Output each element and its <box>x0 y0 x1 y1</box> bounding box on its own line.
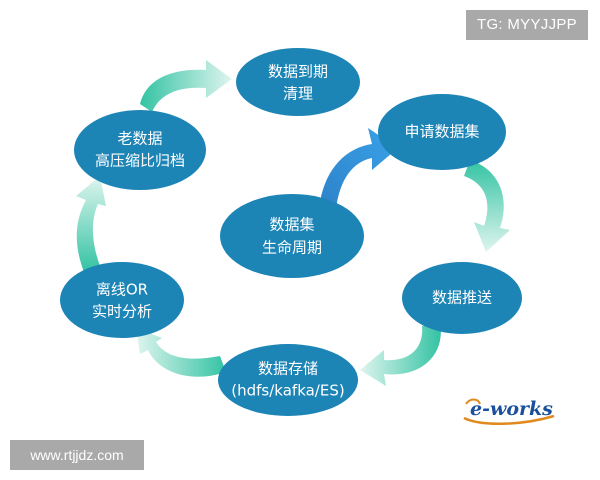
node-expire-line1: 数据到期 <box>268 63 328 81</box>
arrow-analysis-to-archive <box>76 176 106 272</box>
node-storage-line1: 数据存储 <box>258 360 318 378</box>
watermark-bottom: www.rtjjdz.com <box>10 440 144 470</box>
node-lifecycle-line2: 生命周期 <box>262 239 322 257</box>
node-apply: 申请数据集 <box>378 94 506 170</box>
node-expire-line2: 清理 <box>283 85 313 103</box>
arrow-apply-to-push <box>464 160 510 252</box>
node-archive-line2: 高压缩比归档 <box>95 152 185 170</box>
node-push-line1: 数据推送 <box>432 289 492 307</box>
node-archive: 老数据 高压缩比归档 <box>74 110 206 190</box>
arrow-archive-to-expire <box>140 60 232 112</box>
arrow-storage-to-analysis <box>136 328 226 377</box>
node-storage: 数据存储 (hdfs/kafka/ES) <box>218 344 358 416</box>
eworks-logo: e-works <box>460 396 560 426</box>
node-storage-line2: (hdfs/kafka/ES) <box>231 382 344 400</box>
arrow-lifecycle-to-apply <box>320 128 398 208</box>
node-analysis-line1: 离线OR <box>96 281 148 299</box>
node-lifecycle-line1: 数据集 <box>269 216 314 234</box>
logo-swoosh-icon <box>463 398 555 425</box>
node-analysis-line2: 实时分析 <box>92 303 152 321</box>
node-archive-line1: 老数据 <box>117 130 162 148</box>
node-expire: 数据到期 清理 <box>236 48 360 116</box>
logo-text: e-works <box>470 398 553 420</box>
node-analysis: 离线OR 实时分析 <box>60 262 184 338</box>
watermark-top: TG: MYYJJPP <box>466 10 588 40</box>
arrow-push-to-storage <box>360 322 441 386</box>
node-push: 数据推送 <box>402 262 522 334</box>
node-apply-line1: 申请数据集 <box>404 123 479 141</box>
node-lifecycle: 数据集 生命周期 <box>220 194 364 278</box>
